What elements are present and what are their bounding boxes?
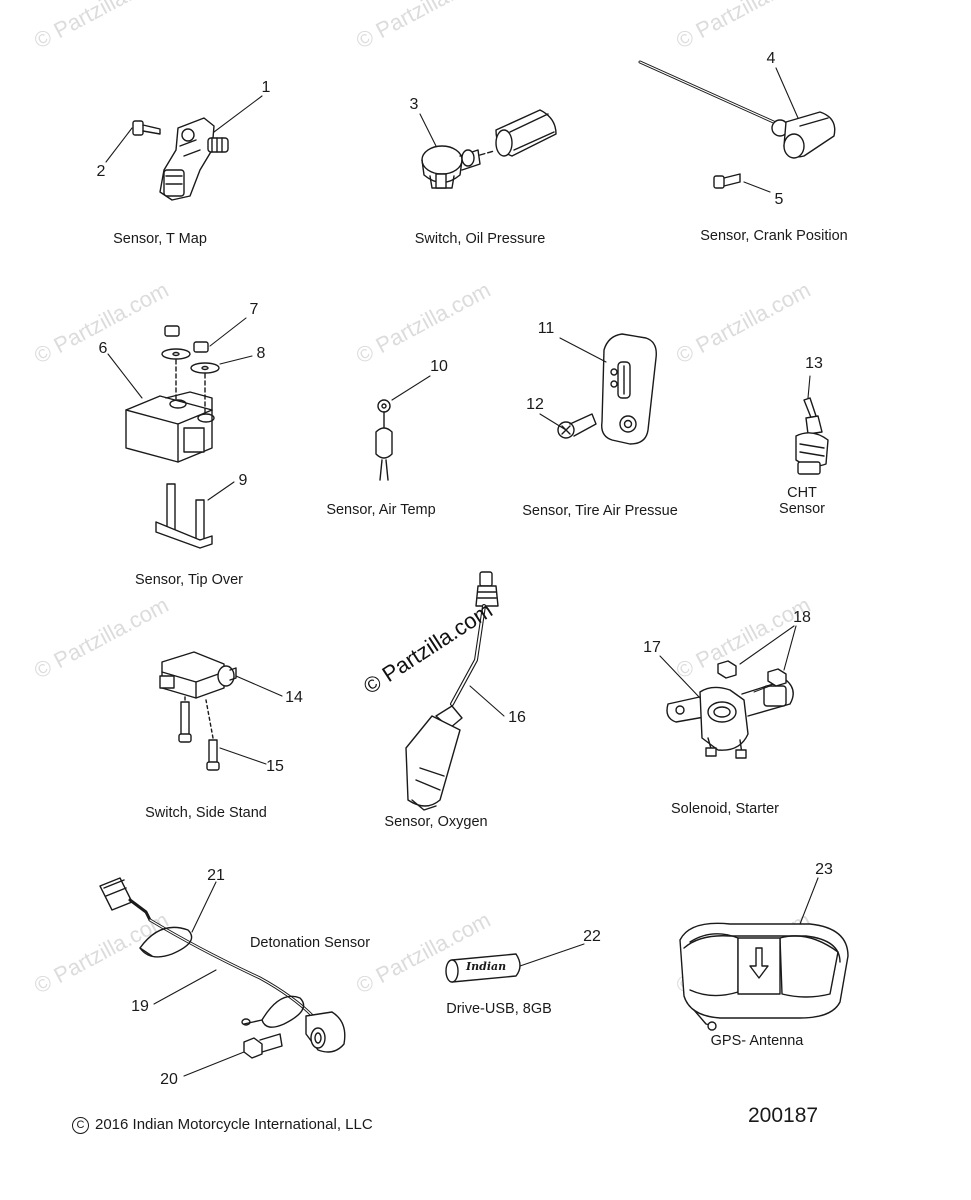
- caption-sensor-air-temp: Sensor, Air Temp: [326, 502, 436, 518]
- tip-over-sensor-part: [125, 325, 220, 463]
- callout-22: 22: [583, 928, 601, 945]
- side-stand-bolts-part: [178, 695, 220, 771]
- callout-3: 3: [409, 96, 419, 113]
- callout-10: 10: [430, 358, 448, 375]
- usb-brand-text: Indian: [466, 960, 507, 973]
- cht-sensor-part: [795, 397, 829, 475]
- callout-12: 12: [526, 396, 544, 413]
- figure-id: 200187: [748, 1104, 819, 1127]
- callout-2: 2: [96, 163, 106, 180]
- caption-sensor-crank-position: Sensor, Crank Position: [700, 228, 848, 244]
- callout-7: 7: [249, 301, 259, 318]
- caption-sensor-tip-over: Sensor, Tip Over: [135, 572, 243, 588]
- copyright-symbol: C: [72, 1117, 89, 1134]
- callout-18: 18: [793, 609, 811, 626]
- caption-solenoid-starter: Solenoid, Starter: [670, 801, 780, 817]
- callout-23: 23: [815, 861, 833, 878]
- callout-14: 14: [285, 689, 303, 706]
- callout-19: 19: [131, 998, 149, 1015]
- t-map-sensor-part: [159, 117, 229, 201]
- air-temp-sensor-part: [375, 399, 393, 481]
- copyright-text: 2016 Indian Motorcycle International, LL…: [95, 1116, 373, 1133]
- callout-21: 21: [207, 867, 225, 884]
- t-map-bolt-part: [132, 120, 161, 136]
- caption-gps-antenna: GPS- Antenna: [710, 1033, 804, 1049]
- starter-solenoid-part: [666, 679, 794, 759]
- caption-cht-line1: CHT: [787, 485, 817, 501]
- callout-4: 4: [766, 50, 776, 67]
- callout-11: 11: [537, 320, 555, 337]
- callout-1: 1: [261, 79, 271, 96]
- caption-switch-oil-pressure: Switch, Oil Pressure: [414, 231, 546, 247]
- callout-17: 17: [643, 639, 661, 656]
- tire-sensor-screw-part: [557, 413, 597, 439]
- detonation-sensor-part: [99, 877, 346, 1053]
- tire-pressure-sensor-part: [601, 333, 657, 445]
- oxygen-sensor-part: [405, 571, 499, 811]
- caption-sensor-tire-air-pressue: Sensor, Tire Air Pressue: [522, 503, 678, 519]
- usb-drive-part: [445, 953, 521, 983]
- solenoid-nuts-part: [717, 660, 787, 687]
- tip-over-bracket-part: [155, 483, 213, 549]
- oil-pressure-switch-part: [421, 109, 557, 189]
- callout-6: 6: [98, 340, 108, 357]
- caption-sensor-oxygen: Sensor, Oxygen: [384, 814, 488, 830]
- gps-antenna-part: [679, 922, 849, 1031]
- callout-5: 5: [774, 191, 784, 208]
- callout-9: 9: [238, 472, 248, 489]
- copyright-notice: C 2016 Indian Motorcycle International, L…: [72, 1116, 373, 1134]
- callout-16: 16: [508, 709, 526, 726]
- callout-20: 20: [160, 1071, 178, 1088]
- detonation-bolt-part: [243, 1033, 283, 1059]
- callout-15: 15: [266, 758, 284, 775]
- leader-lines: [105, 67, 819, 1077]
- crank-position-sensor-part: [638, 60, 836, 159]
- callout-8: 8: [256, 345, 266, 362]
- caption-switch-side-stand: Switch, Side Stand: [145, 805, 267, 821]
- crank-bolt-part: [713, 173, 741, 189]
- caption-sensor-t-map: Sensor, T Map: [113, 231, 207, 247]
- caption-detonation-sensor: Detonation Sensor: [249, 935, 371, 951]
- callout-13: 13: [805, 355, 823, 372]
- side-stand-switch-part: [159, 651, 237, 699]
- caption-drive-usb: Drive-USB, 8GB: [446, 1001, 552, 1017]
- caption-cht-line2: Sensor: [779, 501, 825, 517]
